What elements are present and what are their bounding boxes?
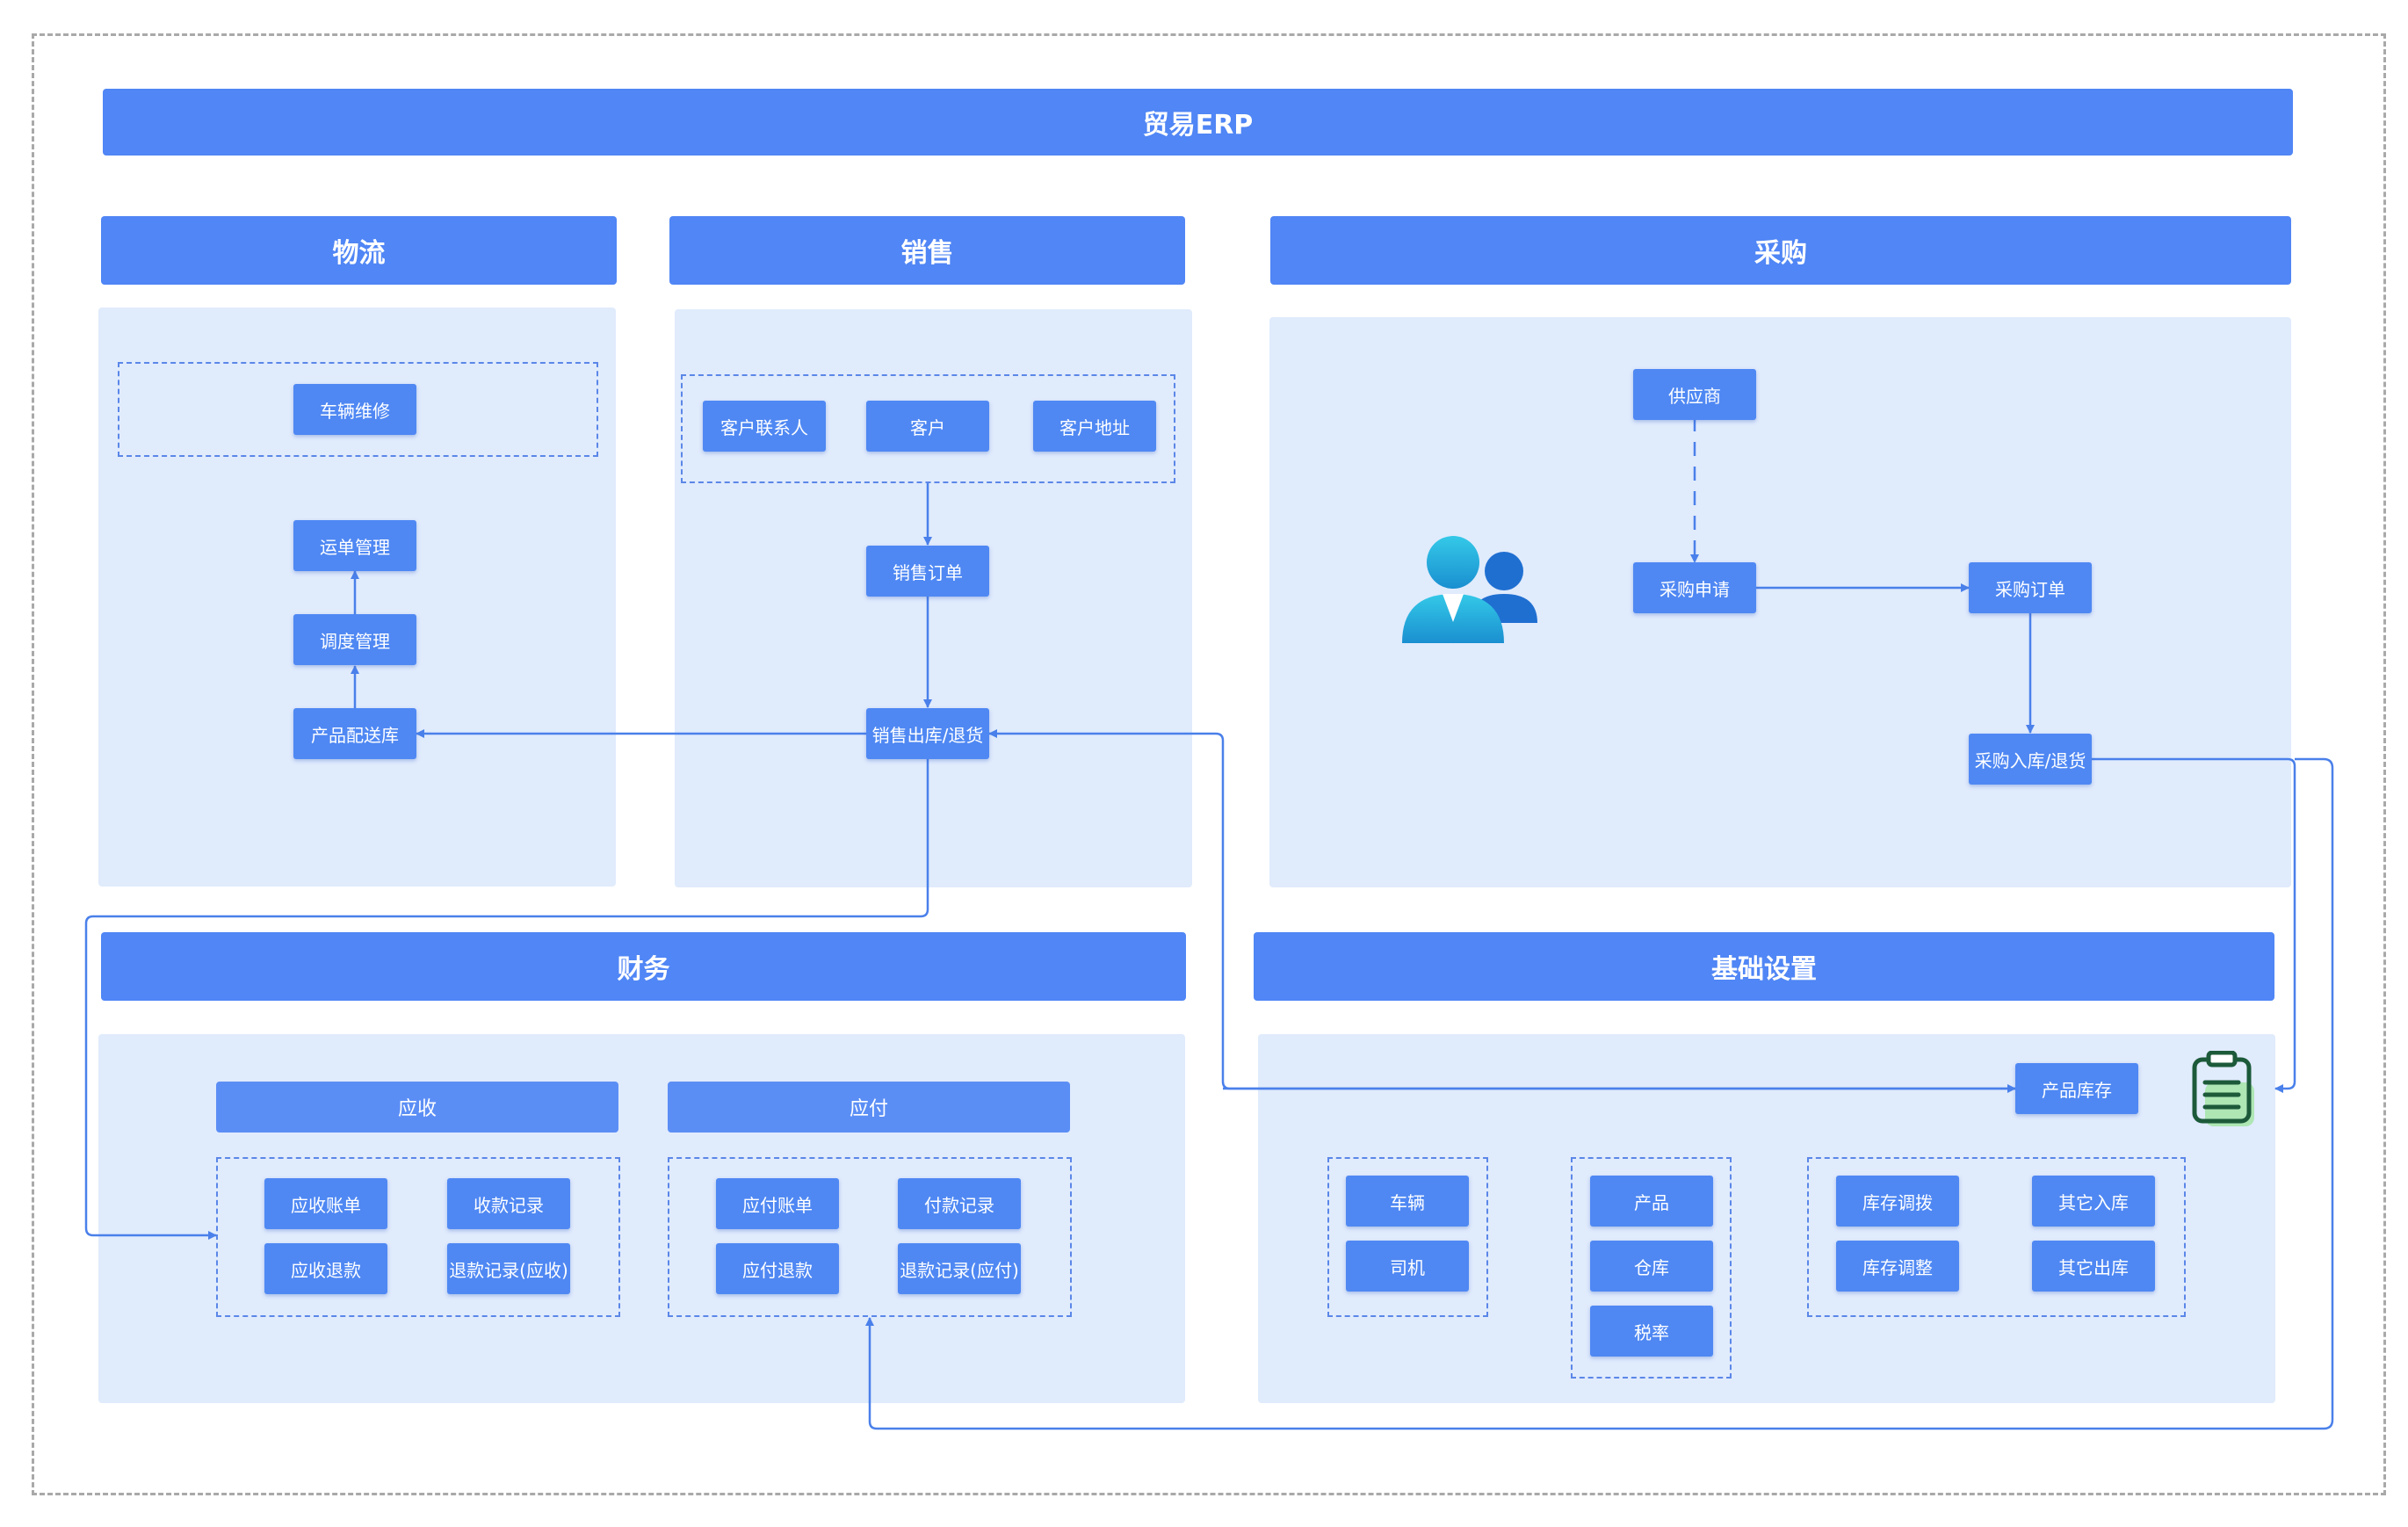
supplier-node[interactable]: 供应商 [1633, 369, 1756, 420]
customer-contact-node[interactable]: 客户联系人 [703, 401, 826, 452]
customer-group [681, 374, 1175, 483]
recv-bill-node[interactable]: 应收账单 [264, 1178, 387, 1229]
sales-order-node[interactable]: 销售订单 [866, 546, 989, 597]
logistics-group [118, 362, 598, 457]
sales-out-return-node[interactable]: 销售出库/退货 [866, 708, 989, 759]
pay-bill-node[interactable]: 应付账单 [716, 1178, 839, 1229]
refund-record-pay-node[interactable]: 退款记录(应付) [898, 1243, 1021, 1294]
users-icon [1402, 536, 1537, 643]
purchase-request-node[interactable]: 采购申请 [1633, 562, 1756, 613]
other-in-node[interactable]: 其它入库 [2032, 1176, 2155, 1227]
module-purchase-header: 采购 [1270, 216, 2291, 285]
receivable-group [216, 1157, 620, 1317]
customer-address-node[interactable]: 客户地址 [1033, 401, 1156, 452]
payable-group [668, 1157, 1072, 1317]
payable-header: 应付 [668, 1082, 1070, 1133]
product-stock-node[interactable]: 产品库存 [2015, 1063, 2138, 1114]
module-finance-header: 财务 [101, 932, 1186, 1001]
product-group [1571, 1157, 1732, 1379]
stock-adjust-node[interactable]: 库存调整 [1836, 1241, 1959, 1292]
vehicle-repair-node[interactable]: 车辆维修 [293, 384, 416, 435]
dispatch-node[interactable]: 调度管理 [293, 614, 416, 665]
module-basic-header: 基础设置 [1254, 932, 2274, 1001]
payment-record-node[interactable]: 付款记录 [898, 1178, 1021, 1229]
page-title: 贸易ERP [103, 89, 2293, 156]
waybill-node[interactable]: 运单管理 [293, 520, 416, 571]
delivery-store-node[interactable]: 产品配送库 [293, 708, 416, 759]
customer-node[interactable]: 客户 [866, 401, 989, 452]
outer-frame [32, 33, 2386, 1495]
warehouse-node[interactable]: 仓库 [1590, 1241, 1713, 1292]
clipboard-icon [2192, 1051, 2254, 1126]
vehicle-node[interactable]: 车辆 [1346, 1176, 1469, 1227]
module-logistics-header: 物流 [101, 216, 617, 285]
collect-record-node[interactable]: 收款记录 [447, 1178, 570, 1229]
receivable-header: 应收 [216, 1082, 618, 1133]
refund-record-recv-node[interactable]: 退款记录(应收) [447, 1243, 570, 1294]
purchase-in-return-node[interactable]: 采购入库/退货 [1969, 734, 2092, 785]
product-node[interactable]: 产品 [1590, 1176, 1713, 1227]
driver-node[interactable]: 司机 [1346, 1241, 1469, 1292]
stock-transfer-node[interactable]: 库存调拨 [1836, 1176, 1959, 1227]
tax-rate-node[interactable]: 税率 [1590, 1306, 1713, 1357]
other-out-node[interactable]: 其它出库 [2032, 1241, 2155, 1292]
recv-refund-node[interactable]: 应收退款 [264, 1243, 387, 1294]
module-sales-header: 销售 [669, 216, 1185, 285]
vehicle-group [1327, 1157, 1488, 1317]
stock-ops-group [1807, 1157, 2186, 1317]
purchase-order-node[interactable]: 采购订单 [1969, 562, 2092, 613]
pay-refund-node[interactable]: 应付退款 [716, 1243, 839, 1294]
